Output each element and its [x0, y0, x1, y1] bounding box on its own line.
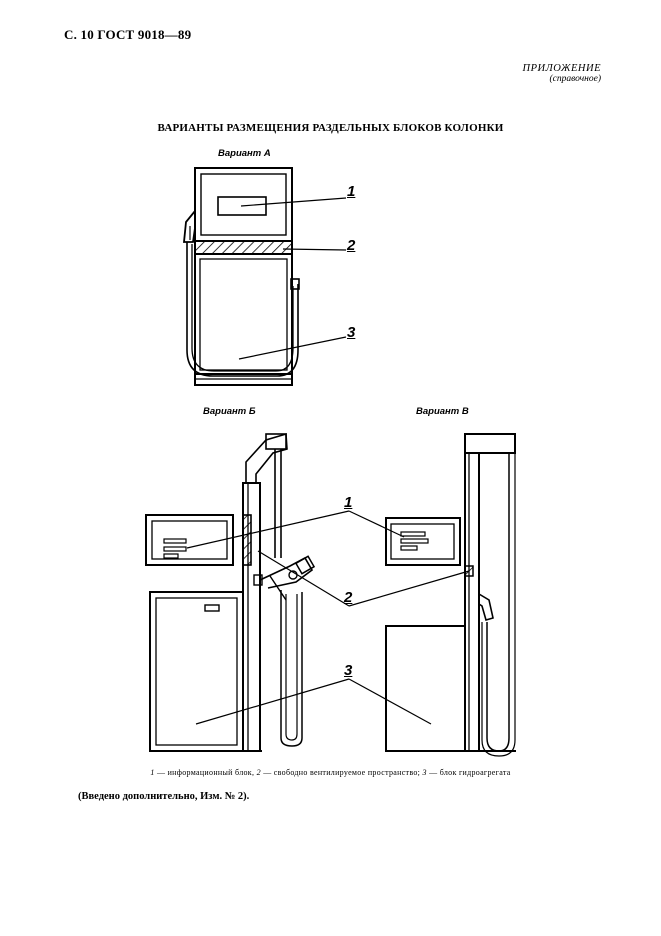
caption-num-1: 1 [150, 768, 155, 777]
appendix-note: (справочное) [549, 74, 601, 84]
appendix-title: ПРИЛОЖЕНИЕ [522, 63, 601, 74]
caption-num-2: 2 [256, 768, 261, 777]
callout-lines-bv [186, 510, 470, 725]
figure-title: ВАРИАНТЫ РАЗМЕЩЕНИЯ РАЗДЕЛЬНЫХ БЛОКОВ КО… [157, 122, 504, 134]
variant-a-drawing [183, 167, 347, 386]
variant-a-vent-band [194, 240, 293, 255]
caption-text-3: — блок гидроагрегата [426, 768, 511, 777]
variant-a-display [217, 196, 267, 216]
variant-b-label: Вариант Б [203, 406, 256, 417]
callout-2-a: 2 [347, 237, 356, 254]
variant-a-body [194, 253, 293, 375]
callout-3-a: 3 [347, 324, 356, 341]
caption-text-2: — свободно вентилируемое пространство; [260, 768, 423, 777]
caption-text-1: — информационный блок, [154, 768, 257, 777]
variant-b-vent-band [242, 514, 252, 566]
variant-b-hydraulic-block [149, 591, 244, 752]
variant-v-info-block [385, 517, 461, 566]
variant-a-label: Вариант А [218, 148, 271, 159]
variant-v-column [464, 452, 480, 752]
callout-2-bv: 2 [344, 589, 353, 606]
variant-b-drawing [145, 432, 316, 752]
callout-3-bv: 3 [344, 662, 353, 679]
variant-v-hydraulic-block [385, 625, 466, 752]
caption-num-3: 3 [422, 768, 427, 777]
variant-a-nozzle [183, 210, 196, 243]
callout-1-bv: 1 [344, 494, 353, 511]
variant-v-cap [464, 433, 516, 454]
page-header: С. 10 ГОСТ 9018—89 [64, 27, 192, 42]
amendment-note: (Введено дополнительно, Изм. № 2). [78, 791, 250, 802]
callout-1-a: 1 [347, 183, 356, 200]
variant-v-drawing [385, 433, 516, 757]
variant-v-label: Вариант В [416, 406, 469, 417]
variant-a-head [194, 167, 293, 242]
variant-b-info-block [145, 514, 234, 566]
figure-caption: 1 — информационный блок, 2 — свободно ве… [0, 768, 661, 777]
variant-a-hose [186, 242, 299, 377]
appendix-label: ПРИЛОЖЕНИЕ (справочное) [523, 63, 602, 84]
